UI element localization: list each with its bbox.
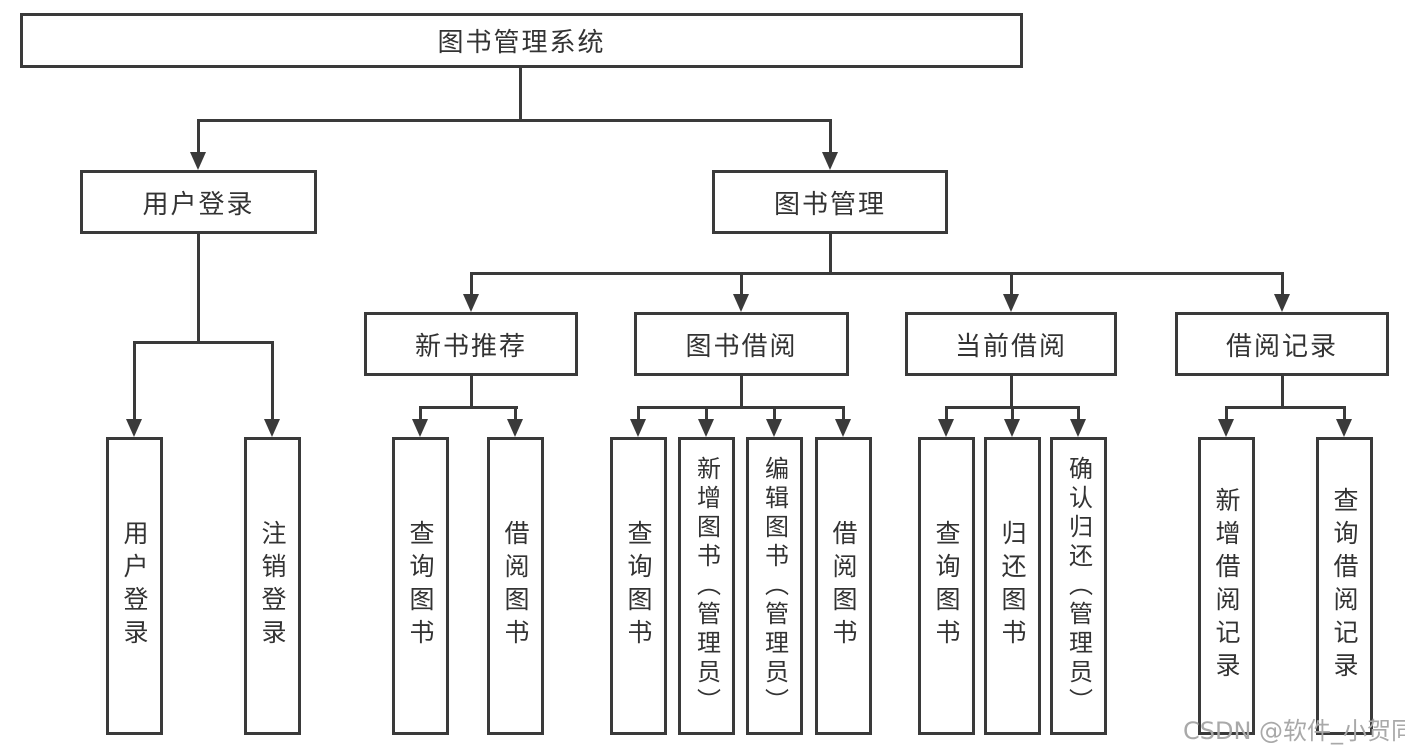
node-label: 查询图书	[406, 520, 435, 652]
connector-line	[1225, 406, 1346, 409]
node-book-borrowing: 图书借阅	[634, 312, 849, 376]
connector-line	[945, 406, 948, 422]
node-label: 图书借阅	[685, 331, 798, 362]
connector-line	[470, 272, 1284, 275]
leaf-return-books: 归还图书	[984, 437, 1041, 735]
arrow-down-icon	[1274, 294, 1290, 312]
arrow-down-icon	[1218, 419, 1234, 437]
arrow-down-icon	[264, 419, 280, 437]
connector-line	[514, 406, 517, 422]
node-label: 归还图书	[998, 520, 1027, 652]
connector-line	[197, 234, 200, 344]
node-label: 图书管理系统	[437, 28, 606, 58]
connector-line	[829, 234, 832, 275]
node-label: 用户登录	[142, 189, 255, 220]
node-label: 查询图书	[932, 520, 961, 652]
connector-line	[271, 341, 274, 422]
arrow-down-icon	[412, 419, 428, 437]
arrow-down-icon	[766, 419, 782, 437]
node-label: 新书推荐	[414, 331, 527, 362]
connector-line	[470, 272, 473, 297]
node-label: 查询借阅记录	[1330, 487, 1359, 685]
csdn-watermark: CSDN @软件_小贺同学	[1183, 717, 1405, 745]
connector-line	[705, 406, 708, 422]
node-label: 借阅记录	[1225, 331, 1338, 362]
connector-line	[1010, 272, 1013, 297]
leaf-borrow-books-recommend: 借阅图书	[487, 437, 544, 735]
node-label: 确认归还（管理员）	[1064, 455, 1093, 717]
connector-line	[637, 406, 640, 422]
connector-line	[470, 376, 473, 409]
arrow-down-icon	[733, 294, 749, 312]
connector-line	[773, 406, 776, 422]
connector-line	[1225, 406, 1228, 422]
node-label: 借阅图书	[829, 520, 858, 652]
node-current-borrowing: 当前借阅	[905, 312, 1117, 376]
connector-line	[519, 68, 522, 119]
connector-line	[637, 406, 845, 409]
node-new-book-recommend: 新书推荐	[364, 312, 578, 376]
arrow-down-icon	[1003, 294, 1019, 312]
node-label: 查询图书	[624, 520, 653, 652]
connector-line	[1281, 272, 1284, 297]
connector-line	[197, 119, 832, 122]
leaf-query-books-current: 查询图书	[918, 437, 975, 735]
arrow-down-icon	[835, 419, 851, 437]
leaf-query-books-recommend: 查询图书	[392, 437, 449, 735]
arrow-down-icon	[507, 419, 523, 437]
node-label: 图书管理	[773, 189, 886, 220]
arrow-down-icon	[463, 294, 479, 312]
node-label: 注销登录	[258, 520, 287, 652]
arrow-down-icon	[698, 419, 714, 437]
node-label: 新增图书（管理员）	[692, 455, 721, 717]
connector-line	[842, 406, 845, 422]
connector-line	[419, 406, 518, 409]
arrow-down-icon	[630, 419, 646, 437]
connector-line	[1010, 376, 1013, 409]
connector-line	[419, 406, 422, 422]
connector-line	[829, 119, 832, 155]
connector-line	[197, 119, 200, 155]
node-book-management: 图书管理	[712, 170, 948, 234]
connector-line	[1011, 406, 1014, 422]
leaf-add-books-admin: 新增图书（管理员）	[678, 437, 735, 735]
arrow-down-icon	[938, 419, 954, 437]
node-label: 当前借阅	[954, 331, 1067, 362]
leaf-logout: 注销登录	[244, 437, 301, 735]
connector-line	[133, 341, 136, 422]
node-label: 借阅图书	[501, 520, 530, 652]
connector-line	[740, 376, 743, 409]
connector-line	[740, 272, 743, 297]
node-book-management-system: 图书管理系统	[20, 13, 1023, 68]
connector-line	[1281, 376, 1284, 409]
arrow-down-icon	[1336, 419, 1352, 437]
arrow-down-icon	[822, 152, 838, 170]
arrow-down-icon	[1070, 419, 1086, 437]
arrow-down-icon	[190, 152, 206, 170]
leaf-edit-books-admin: 编辑图书（管理员）	[746, 437, 803, 735]
node-borrowing-records: 借阅记录	[1175, 312, 1389, 376]
connector-line	[1343, 406, 1346, 422]
node-label: 新增借阅记录	[1212, 487, 1241, 685]
node-label: 编辑图书（管理员）	[760, 455, 789, 717]
leaf-add-borrow-record: 新增借阅记录	[1198, 437, 1255, 735]
leaf-confirm-return-admin: 确认归还（管理员）	[1050, 437, 1107, 735]
leaf-borrow-books: 借阅图书	[815, 437, 872, 735]
connector-line	[133, 341, 274, 344]
node-user-login: 用户登录	[80, 170, 317, 234]
leaf-query-books-borrow: 查询图书	[610, 437, 667, 735]
connector-line	[1077, 406, 1080, 422]
leaf-query-borrow-record: 查询借阅记录	[1316, 437, 1373, 735]
node-label: 用户登录	[120, 520, 149, 652]
arrow-down-icon	[1004, 419, 1020, 437]
leaf-user-login: 用户登录	[106, 437, 163, 735]
arrow-down-icon	[126, 419, 142, 437]
